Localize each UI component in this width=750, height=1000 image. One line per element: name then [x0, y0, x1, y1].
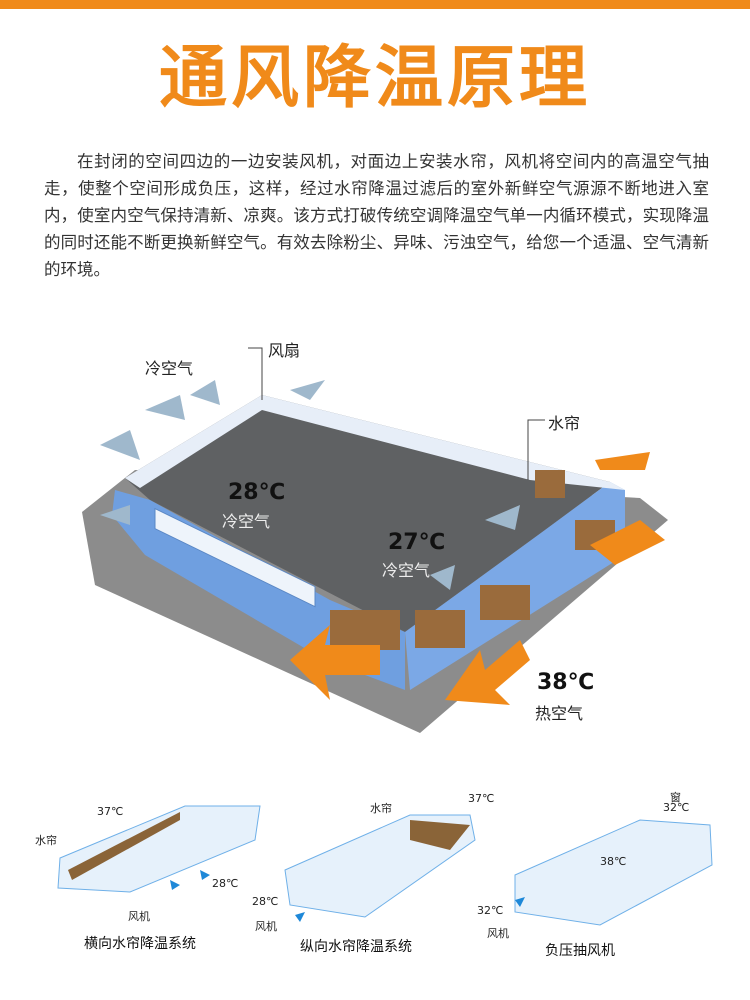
- sys1-curtain-label: 水帘: [35, 834, 57, 847]
- sys3-fan-label: 风机: [487, 927, 509, 940]
- sys3-temp-mid: 38℃: [600, 855, 627, 868]
- description-paragraph: 在封闭的空间四边的一边安装风机，对面边上安装水帘，风机将空间内的高温空气抽走，使…: [44, 152, 709, 279]
- temp-27: 27℃: [388, 530, 446, 555]
- temp-38-label: 热空气: [535, 704, 584, 723]
- system-2-building: [284, 814, 476, 918]
- sys3-temp-out: 32℃: [477, 904, 504, 917]
- temp-28: 28℃: [228, 480, 286, 505]
- sys2-fan-label: 风机: [255, 920, 277, 933]
- back-wall: [262, 395, 625, 490]
- front-windows: [154, 507, 316, 608]
- sys3-temp-in: 32℃: [663, 801, 690, 814]
- sys2-caption: 纵向水帘降温系统: [300, 939, 412, 955]
- sys1-fan-label: 风机: [128, 910, 150, 923]
- temp-28-label: 冷空气: [222, 512, 271, 531]
- sys2-temp-out: 28℃: [252, 895, 279, 908]
- hot-air-arrows: [290, 452, 665, 705]
- sys1-caption: 横向水帘降温系统: [84, 936, 196, 952]
- sys3-caption: 负压抽风机: [545, 943, 615, 959]
- fan-label: 风扇: [268, 341, 301, 360]
- cold-air-outside-label: 冷空气: [145, 359, 194, 378]
- sys2-curtain-label: 水帘: [370, 802, 392, 815]
- system-1-building: [57, 805, 261, 893]
- water-curtain-label: 水帘: [548, 414, 581, 433]
- temp-27-label: 冷空气: [382, 561, 431, 580]
- top-accent-bar: [0, 0, 750, 9]
- cold-air-arrows: [100, 380, 520, 590]
- sys2-temp-in: 37℃: [468, 792, 495, 805]
- sys3-window-label: 窗: [670, 791, 681, 804]
- sys1-temp-out: 28℃: [212, 877, 239, 890]
- system-3-building: [514, 819, 713, 926]
- left-wall: [125, 395, 262, 488]
- temp-38: 38℃: [537, 670, 595, 695]
- page-title: 通风降温原理: [158, 39, 591, 118]
- leader-lines: [248, 347, 545, 480]
- sys1-temp-in: 37℃: [97, 805, 124, 818]
- airflow-arrows: [170, 870, 525, 922]
- water-curtain-panels: [330, 470, 615, 650]
